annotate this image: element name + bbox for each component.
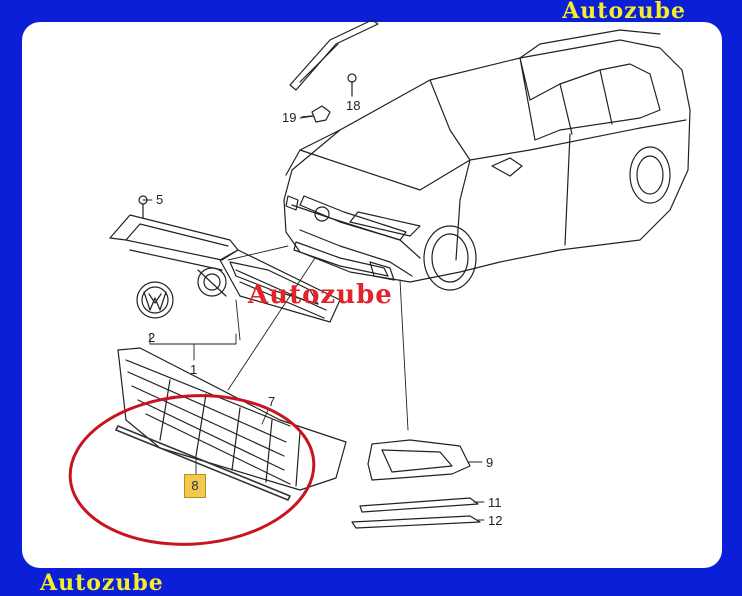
leader-lines bbox=[142, 95, 485, 521]
callout-7: 7 bbox=[268, 394, 275, 409]
watermark-brand: Autozube bbox=[248, 280, 393, 310]
callout-5: 5 bbox=[156, 192, 163, 207]
roof-molding-strip bbox=[289, 19, 379, 91]
diagram-panel bbox=[22, 22, 722, 568]
callout-12: 12 bbox=[488, 513, 502, 528]
lower-grille bbox=[117, 347, 347, 491]
clip-19 bbox=[301, 105, 331, 123]
callout-9: 9 bbox=[486, 455, 493, 470]
bolt-5 bbox=[138, 195, 148, 219]
upper-grille-assembly bbox=[109, 214, 341, 323]
brand-logo-bottom: Autozube bbox=[40, 570, 164, 596]
clip-18 bbox=[347, 73, 357, 97]
part-number-tag: 8 bbox=[184, 474, 206, 498]
callout-2: 2 bbox=[148, 330, 155, 345]
brand-logo-top: Autozube bbox=[562, 0, 686, 24]
trim-strip-8 bbox=[115, 425, 291, 501]
highlight-ring bbox=[68, 394, 316, 546]
callout-18: 18 bbox=[346, 98, 360, 113]
trim-11 bbox=[359, 497, 479, 513]
car-illustration bbox=[283, 29, 691, 291]
trim-12 bbox=[351, 515, 481, 529]
callout-19: 19 bbox=[282, 110, 296, 125]
fog-light-cover bbox=[367, 439, 471, 481]
badge-2 bbox=[136, 281, 174, 319]
callout-1: 1 bbox=[190, 362, 197, 377]
callout-11: 11 bbox=[488, 495, 502, 510]
